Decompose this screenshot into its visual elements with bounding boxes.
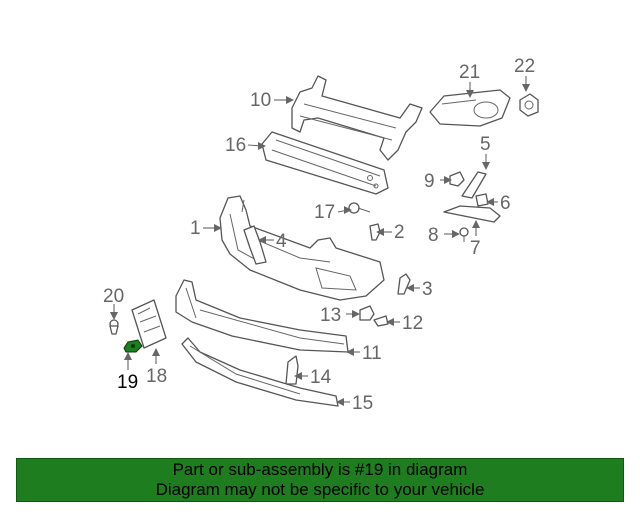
callout-17: 17 — [314, 202, 335, 223]
part-6-clip[interactable] — [475, 193, 489, 207]
callout-1: 1 — [190, 218, 201, 239]
callout-7: 7 — [470, 238, 481, 259]
info-banner: Part or sub-assembly is #19 in diagram D… — [16, 458, 624, 502]
callout-15: 15 — [352, 393, 373, 414]
callout-2: 2 — [394, 222, 405, 243]
callout-12: 12 — [402, 313, 423, 334]
callout-14: 14 — [310, 367, 332, 388]
banner-line-disclaimer: Diagram may not be specific to your vehi… — [155, 480, 485, 499]
part-21-fog-lamp-bezel[interactable] — [429, 89, 511, 127]
callout-19-highlighted: 19 — [117, 372, 138, 393]
part-19-screw-highlighted[interactable] — [123, 339, 143, 353]
part-1-bumper-cover[interactable] — [219, 195, 385, 301]
callout-11: 11 — [362, 343, 382, 364]
part-17-bolt[interactable] — [348, 202, 371, 214]
callout-18: 18 — [146, 366, 167, 387]
part-16-energy-absorber[interactable] — [261, 131, 389, 195]
parts-diagram: 10 16 1 4 17 2 3 13 12 11 14 15 18 19 20… — [103, 56, 539, 414]
part-4-bracket[interactable] — [243, 225, 267, 265]
callout-8: 8 — [428, 225, 439, 246]
part-8-bolt[interactable] — [459, 227, 469, 242]
callout-21: 21 — [459, 62, 480, 83]
part-18-license-bracket[interactable] — [131, 299, 167, 349]
callout-4: 4 — [276, 231, 287, 252]
callout-3: 3 — [422, 279, 433, 300]
callout-10: 10 — [250, 90, 271, 111]
callout-9: 9 — [424, 171, 435, 192]
part-11-lower-fascia[interactable] — [175, 279, 349, 353]
callout-20: 20 — [103, 286, 124, 307]
part-9-nut[interactable] — [449, 171, 465, 187]
part-20-push-pin[interactable] — [109, 319, 119, 335]
callout-5: 5 — [480, 134, 491, 155]
callout-6: 6 — [500, 193, 511, 214]
leader-lines — [110, 76, 530, 406]
part-3-bolt[interactable] — [397, 273, 411, 295]
part-13-nut[interactable] — [359, 305, 375, 321]
banner-line-part-info: Part or sub-assembly is #19 in diagram — [172, 460, 468, 479]
callout-13: 13 — [320, 305, 341, 326]
callout-22: 22 — [514, 56, 535, 77]
part-5-rod-bracket[interactable] — [461, 171, 487, 199]
part-12-grommet[interactable] — [373, 315, 389, 327]
callout-16: 16 — [225, 135, 246, 156]
part-15-lower-deflector[interactable] — [181, 337, 339, 407]
part-14-deflector[interactable] — [285, 355, 299, 385]
part-7-molding[interactable] — [443, 205, 501, 223]
part-10-upper-bracket[interactable] — [291, 75, 423, 161]
part-22-fog-lamp[interactable] — [519, 93, 539, 117]
part-2-clip[interactable] — [369, 223, 381, 241]
